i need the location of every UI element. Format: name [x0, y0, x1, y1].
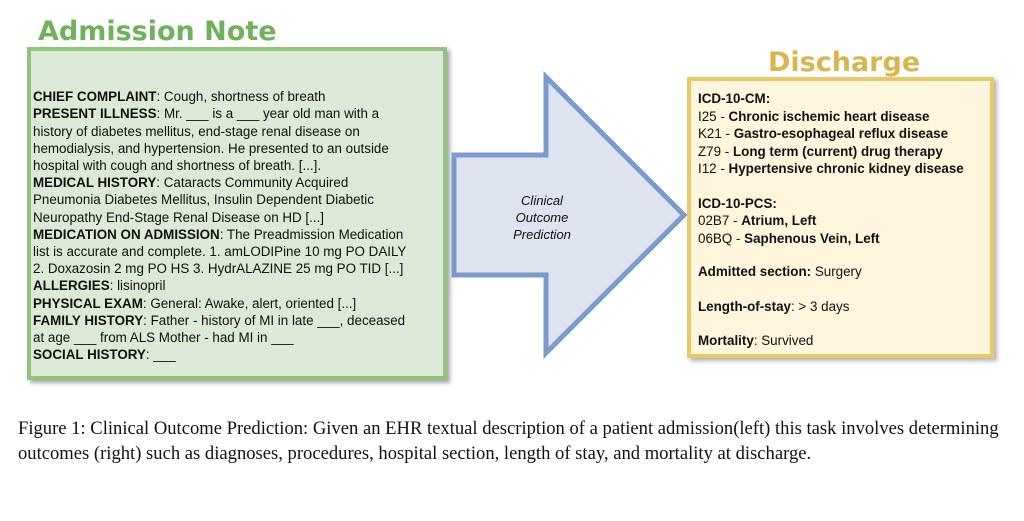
admission-note-text: CHIEF COMPLAINT: Cough, shortness of bre… — [33, 71, 445, 363]
prediction-arrow — [451, 70, 688, 360]
icd-pcs-item: 02B7 - Atrium, Left — [698, 213, 817, 228]
section-label: MEDICATION ON ADMISSION — [33, 226, 220, 242]
discharge-content: ICD-10-CM: I25 - Chronic ischemic heart … — [698, 90, 994, 350]
section-text: : lisinopril — [109, 278, 166, 294]
admission-note-box — [27, 47, 447, 380]
figure-caption: Figure 1: Clinical Outcome Prediction: G… — [18, 418, 999, 464]
admitted-section: Admitted section: Surgery — [698, 264, 862, 279]
section-text: : Cough, shortness of breath — [156, 89, 326, 105]
arrow-label: Clinical Outcome Prediction — [513, 193, 571, 242]
mortality: Mortality: Survived — [698, 333, 814, 348]
length-of-stay: Length-of-stay: > 3 days — [698, 298, 850, 314]
section-text: : Mr. ___ is a ___ year old man with a h… — [33, 106, 389, 174]
section-label: MEDICAL HISTORY — [33, 175, 157, 191]
section-label: PHYSICAL EXAM — [33, 295, 143, 311]
section-text: : General: Awake, alert, oriented [...] — [142, 295, 357, 311]
section-text: : Cataracts Community Acquired Pneumonia… — [33, 175, 374, 225]
section-text: : Father - history of MI in late ___, de… — [33, 312, 406, 346]
section-label: CHIEF COMPLAINT — [33, 89, 157, 105]
icd-cm-item: I25 - Chronic ischemic heart disease — [698, 108, 930, 124]
icd-cm-item: K21 - Gastro-esophageal reflux disease — [698, 126, 949, 141]
icd-pcs-header: ICD-10-PCS: — [698, 195, 777, 211]
discharge-title: Discharge — [768, 47, 921, 78]
section-label: SOCIAL HISTORY — [33, 347, 146, 363]
section-label: ALLERGIES — [33, 278, 110, 294]
admission-note-title: Admission Note — [38, 16, 277, 47]
arrow-shape — [451, 70, 688, 360]
section-text: : ___ — [145, 347, 176, 363]
section-label: FAMILY HISTORY — [33, 312, 144, 328]
discharge-box — [687, 77, 994, 358]
icd-cm-item: Z79 - Long term (current) drug therapy — [698, 143, 943, 159]
section-text: : The Preadmission Medication list is ac… — [33, 226, 407, 277]
section-label: PRESENT ILLNESS — [33, 106, 157, 122]
icd-pcs-item: 06BQ - Saphenous Vein, Left — [698, 230, 880, 246]
icd-cm-header: ICD-10-CM: — [698, 91, 771, 106]
icd-cm-item: I12 - Hypertensive chronic kidney diseas… — [698, 161, 964, 176]
